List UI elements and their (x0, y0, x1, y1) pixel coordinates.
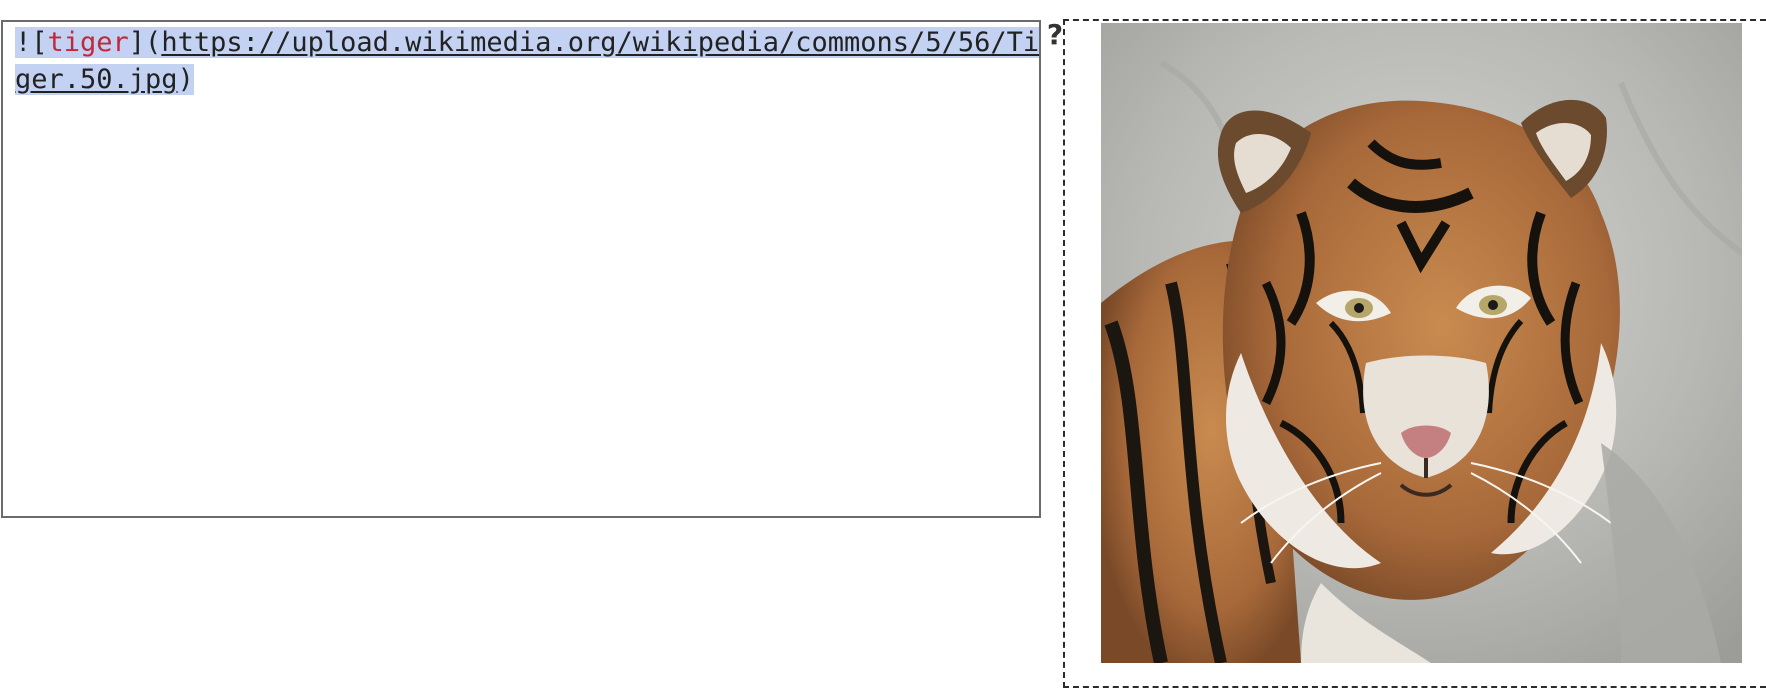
md-alt-text: tiger (47, 27, 129, 58)
md-image-url[interactable]: https://upload.wikimedia.org/wikipedia/c… (15, 27, 1040, 95)
md-alt-close: ]( (128, 27, 162, 58)
md-image-prefix: ![ (15, 27, 48, 58)
markdown-preview (1063, 19, 1766, 688)
md-image-suffix: ) (177, 64, 194, 95)
help-icon[interactable]: ? (1046, 18, 1064, 51)
markdown-editor[interactable]: ![tiger](https://upload.wikimedia.org/wi… (1, 20, 1041, 518)
tiger-image-icon (1101, 23, 1742, 663)
preview-image (1101, 23, 1742, 663)
editor-content[interactable]: ![tiger](https://upload.wikimedia.org/wi… (15, 24, 1040, 98)
text-selection: ![tiger](https://upload.wikimedia.org/wi… (15, 27, 1040, 95)
